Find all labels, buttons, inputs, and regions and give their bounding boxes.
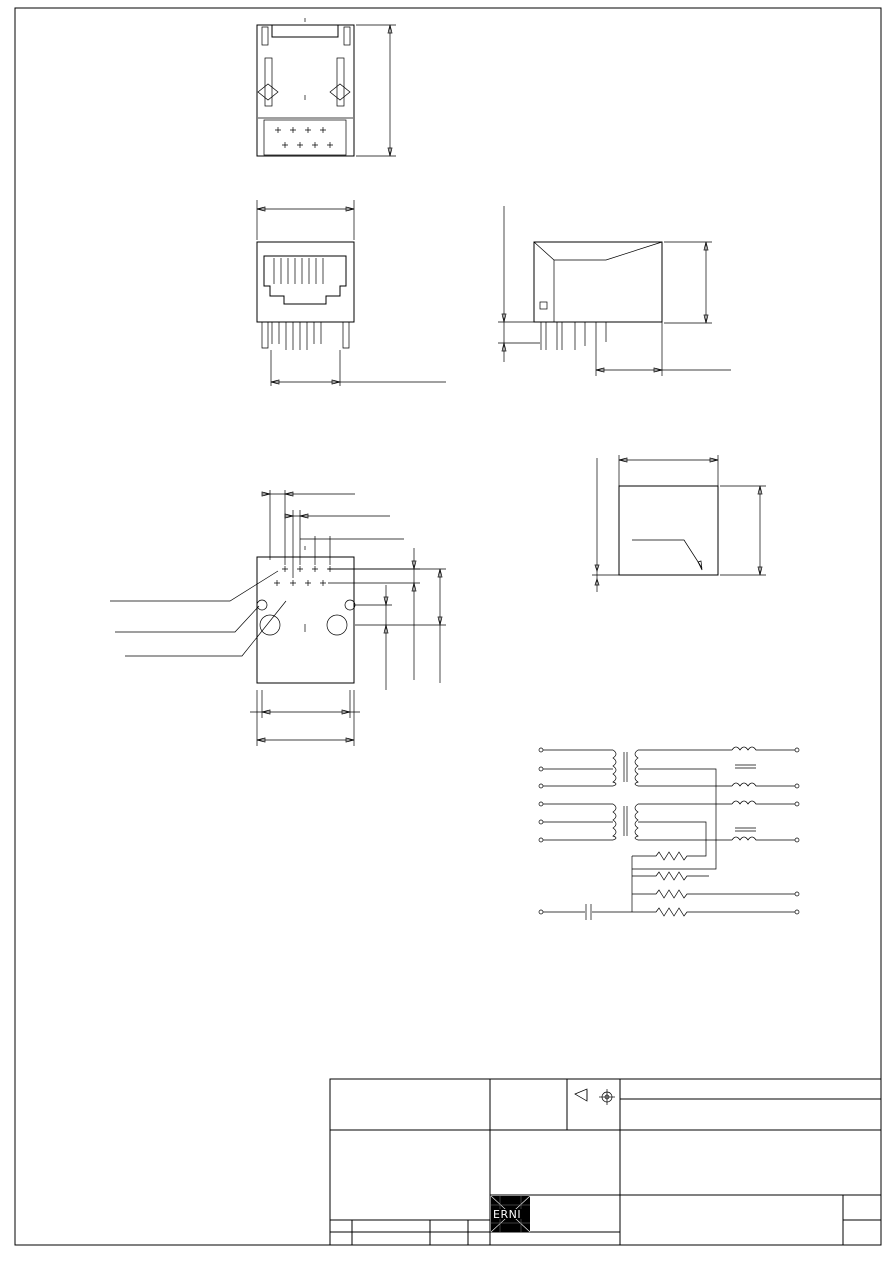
crosshair-target-icon <box>599 1089 615 1105</box>
circuit-schematic <box>538 746 800 920</box>
projection-cone-icon <box>574 1088 588 1102</box>
erni-logo: ERNI <box>490 1195 531 1233</box>
pcb-footprint-view <box>110 490 446 746</box>
latch-right <box>329 57 351 107</box>
rear-view <box>592 455 766 592</box>
sheet-border <box>14 7 882 1246</box>
side-view <box>498 206 731 376</box>
title-block: ERNI <box>329 1078 882 1246</box>
footprint-pins <box>274 566 333 586</box>
front-view <box>256 200 446 386</box>
logo-text: ERNI <box>493 1208 521 1221</box>
front-pins <box>261 322 350 350</box>
contact-blades <box>273 258 324 284</box>
top-view <box>256 18 396 157</box>
top-pin-markers <box>275 127 333 148</box>
latch-left <box>257 57 279 107</box>
